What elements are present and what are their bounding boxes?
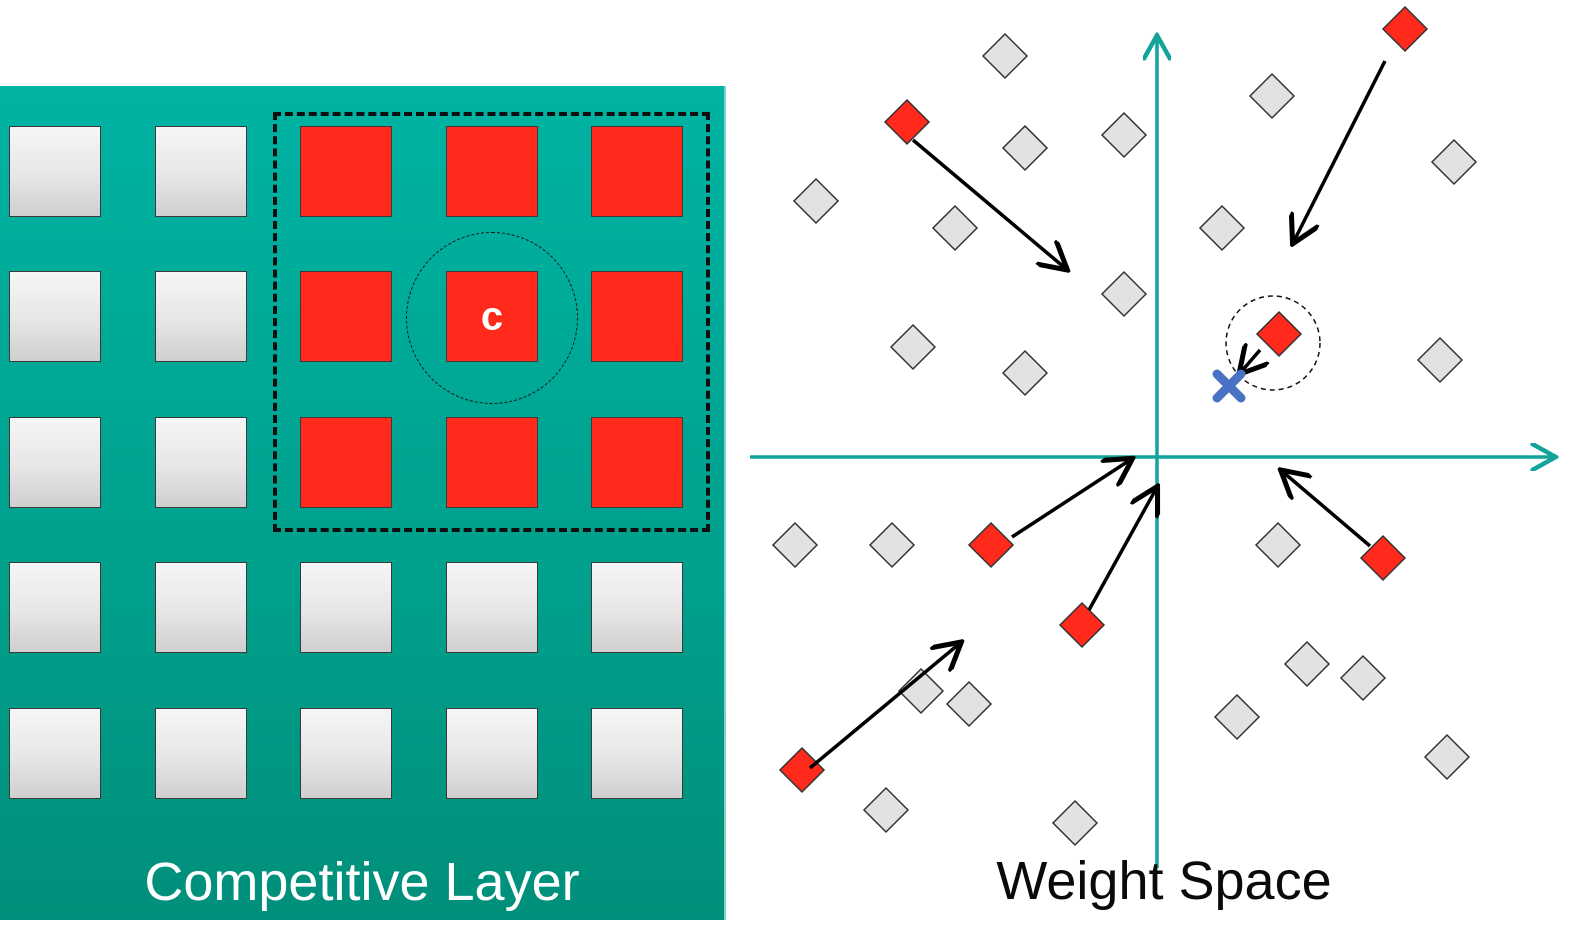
neuron-node-active (300, 126, 392, 217)
weight-vector-inactive (1248, 72, 1296, 120)
weight-vector-inactive (1213, 693, 1261, 741)
cross-stroke (1212, 369, 1246, 403)
neuron-node-active (300, 271, 392, 362)
neuron-node (155, 126, 247, 217)
neuron-node (9, 562, 101, 653)
update-arrow (1294, 60, 1387, 241)
weight-vector-inactive (981, 32, 1029, 80)
weight-vector-inactive (1283, 640, 1331, 688)
update-arrow (911, 138, 1065, 268)
weight-vector-active (1381, 5, 1429, 53)
weight-vector-inactive (868, 521, 916, 569)
weight-vector-inactive (862, 786, 910, 834)
weight-vector-inactive (889, 323, 937, 371)
weight-vector-active (967, 521, 1015, 569)
neuron-node-active (446, 126, 538, 217)
update-arrow (1283, 472, 1372, 548)
weight-vector-inactive (1416, 336, 1464, 384)
weight-vector-inactive (792, 177, 840, 225)
weight-space-title: Weight Space (996, 851, 1332, 911)
weight-vector-inactive (771, 521, 819, 569)
neuron-node (9, 271, 101, 362)
neuron-node (446, 708, 538, 799)
neuron-node-active (591, 417, 683, 508)
update-arrow (1087, 489, 1156, 611)
weight-space-axes (750, 38, 1553, 868)
neuron-node (9, 126, 101, 217)
update-arrows (808, 60, 1387, 770)
neighborhood-boundary (273, 112, 710, 532)
weight-vector-inactive (931, 204, 979, 252)
weight-vector-active (1058, 601, 1106, 649)
neuron-node-active (591, 126, 683, 217)
weight-vector-inactive (1001, 349, 1049, 397)
neuron-node (155, 562, 247, 653)
winner-annotation (1212, 295, 1321, 403)
weight-vector-inactive (1100, 111, 1148, 159)
weight-vector-inactive (1198, 204, 1246, 252)
neuron-node (155, 417, 247, 508)
neuron-node (9, 708, 101, 799)
update-arrow (1241, 350, 1260, 372)
weight-vector-inactive (1100, 270, 1148, 318)
weight-vector-inactive (1001, 124, 1049, 172)
neuron-node (300, 708, 392, 799)
weight-vector-active (883, 98, 931, 146)
update-arrow (808, 644, 959, 770)
neuron-node (300, 562, 392, 653)
weight-vector-inactive (1430, 138, 1478, 186)
neuron-node (446, 562, 538, 653)
neuron-node (591, 708, 683, 799)
weight-vector-active (778, 746, 826, 794)
weight-vectors (771, 5, 1478, 847)
neuron-node (591, 562, 683, 653)
weight-vector-inactive (897, 667, 945, 715)
input-vector-cross-icon (1212, 369, 1246, 403)
weight-vector-active (1359, 534, 1407, 582)
winner-radius-circle (406, 232, 578, 404)
weight-vector-inactive (1051, 799, 1099, 847)
neuron-node (155, 271, 247, 362)
competitive-layer-panel: c Competitive Layer (0, 86, 726, 920)
weight-vector-inactive (1339, 654, 1387, 702)
update-arrow (1011, 460, 1130, 539)
neuron-node (9, 417, 101, 508)
neuron-node (155, 708, 247, 799)
competitive-layer-title: Competitive Layer (144, 852, 580, 912)
weight-space-panel: Weight Space (730, 0, 1590, 934)
weight-vector-inactive (945, 680, 993, 728)
neuron-node-active (300, 417, 392, 508)
weight-vector-inactive (1254, 521, 1302, 569)
winner-radius-circle (1225, 295, 1321, 391)
weight-vector-active (1255, 310, 1303, 358)
weight-space-plot (750, 5, 1590, 868)
neuron-node-active (446, 417, 538, 508)
neuron-node-active (591, 271, 683, 362)
weight-vector-inactive (1423, 733, 1471, 781)
